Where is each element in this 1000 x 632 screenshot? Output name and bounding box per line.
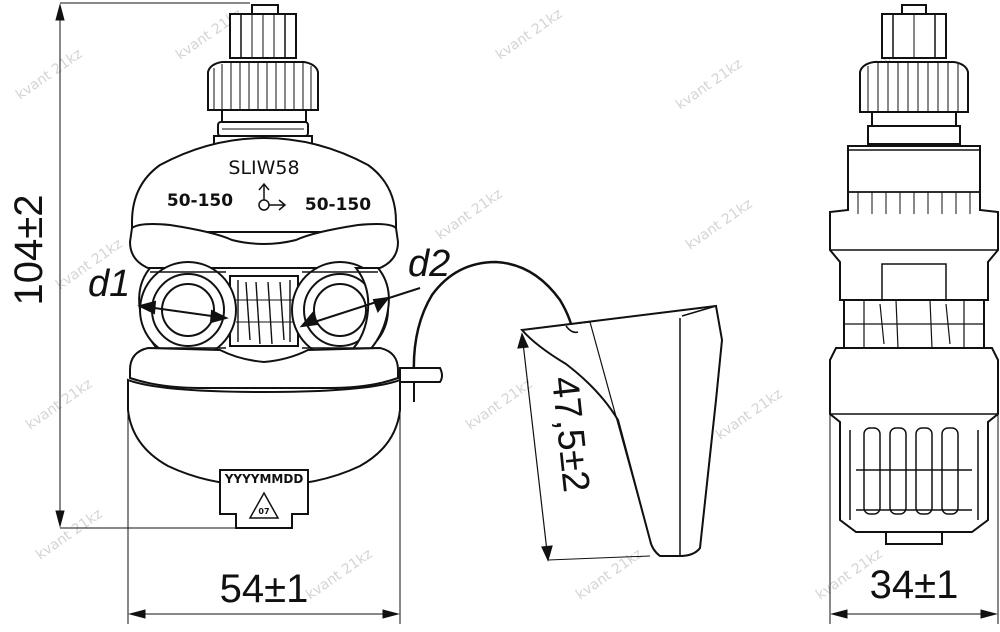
side-neck-ring: [867, 125, 961, 145]
bottom-tab: [219, 469, 309, 529]
right-cable-port: [291, 261, 390, 359]
center-insert: [229, 275, 299, 347]
knurled-nut: [207, 61, 319, 111]
d1-label: d1: [88, 263, 130, 305]
lower-jaw: [129, 346, 399, 389]
watermark-text: kvant 21kz: [713, 386, 785, 443]
d2-arrowhead: [372, 296, 391, 314]
side-neck: [871, 111, 957, 127]
cap-strap: [412, 260, 576, 377]
side-lower-slots: [849, 427, 979, 520]
center-insert-hatching: [236, 280, 294, 345]
width-dimension-label: 54±1: [220, 567, 309, 611]
side-width-dimension-label: 34±1: [870, 563, 959, 607]
height-dimension-label: 104±2: [7, 195, 51, 306]
d2-arrowhead: [299, 311, 319, 328]
watermark-text: kvant 21kz: [493, 6, 565, 63]
upper-jaw: [128, 223, 400, 269]
watermark-text: kvant 21kz: [673, 56, 745, 113]
d2-label: d2: [408, 243, 450, 285]
range-right-label: 50-150: [305, 195, 371, 215]
range-left-label: 50-150: [167, 191, 233, 211]
watermark-text: kvant 21kz: [33, 506, 105, 563]
side-upper-housing: [829, 145, 999, 301]
side-bottom-tab: [885, 531, 943, 545]
watermark-text: kvant 21kz: [573, 546, 645, 603]
watermark-text: kvant 21kz: [433, 186, 505, 243]
diameter-markers: [137, 287, 421, 328]
date-code-label: YYYYMMDD: [224, 472, 304, 486]
front-labels: SLIW58 50-150 50-150 YYYYMMDD 07: [167, 157, 371, 516]
side-knurled-nut: [859, 61, 969, 113]
dimension-lines: [55, 2, 999, 624]
model-label: SLIW58: [228, 157, 299, 179]
cap-view: [520, 304, 724, 557]
side-bolt-head: [881, 4, 947, 59]
front-view: [127, 4, 576, 529]
side-lower-housing: [829, 347, 999, 533]
side-view: [829, 4, 999, 545]
cap-dimension: [517, 332, 651, 562]
side-upper-ribs: [857, 192, 971, 214]
direction-icon: [258, 182, 287, 211]
lower-body: [127, 378, 401, 488]
cap-dimension-label: 47,5±2: [543, 375, 597, 495]
d1-arrowhead: [137, 300, 157, 315]
bolt-head: [229, 4, 297, 59]
watermark-text: kvant 21kz: [463, 376, 535, 433]
watermark-text: kvant 21kz: [683, 196, 755, 253]
strap-clip: [399, 367, 443, 383]
recycle-code-label: 07: [258, 507, 269, 516]
recycle-icon: [248, 491, 280, 519]
watermark-text: kvant 21kz: [303, 546, 375, 603]
left-cable-port: [138, 261, 237, 359]
watermark-text: kvant 21kz: [13, 46, 85, 103]
watermark-text: kvant 21kz: [23, 376, 95, 433]
d1-arrowhead: [209, 309, 229, 324]
